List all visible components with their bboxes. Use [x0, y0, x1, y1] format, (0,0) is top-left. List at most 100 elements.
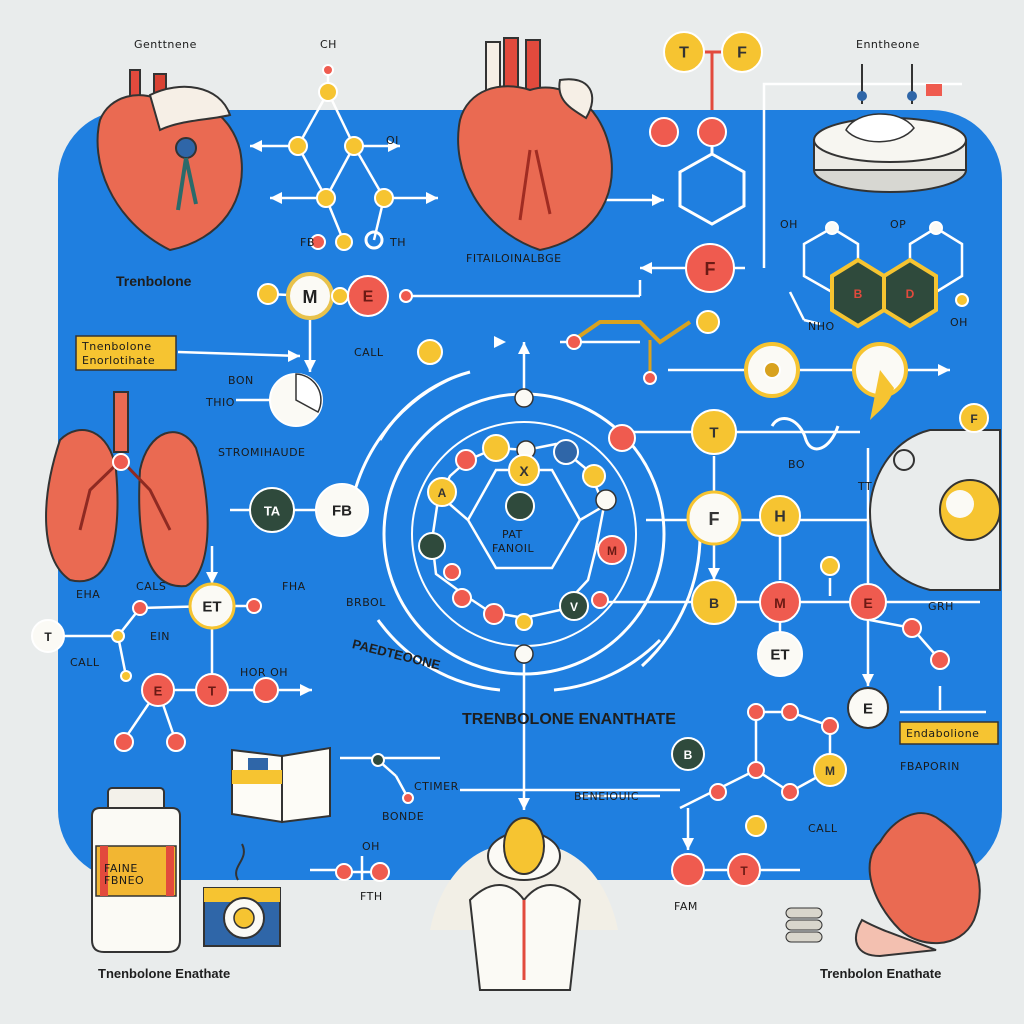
node-dot[interactable]	[370, 862, 390, 882]
node-v[interactable]	[559, 591, 589, 621]
node-t-top[interactable]	[663, 31, 705, 73]
node-dot[interactable]	[335, 233, 353, 251]
node-e-left[interactable]	[141, 673, 175, 707]
node-dot[interactable]	[288, 136, 308, 156]
node-a[interactable]	[427, 477, 457, 507]
node-f-far[interactable]	[959, 403, 989, 433]
node-b-right[interactable]	[691, 579, 737, 625]
node-fb[interactable]	[315, 483, 369, 537]
node-t-left[interactable]	[31, 619, 65, 653]
node-f[interactable]	[685, 243, 735, 293]
node-dot[interactable]	[322, 64, 334, 76]
node-dot[interactable]	[443, 563, 461, 581]
node-dot[interactable]	[595, 489, 617, 511]
node-dot[interactable]	[371, 753, 385, 767]
node-f-right[interactable]	[686, 490, 742, 546]
node-dot[interactable]	[399, 289, 413, 303]
node-dot[interactable]	[418, 532, 446, 560]
node-dot[interactable]	[114, 732, 134, 752]
node-dot[interactable]	[643, 371, 657, 385]
node-et-left[interactable]	[188, 582, 236, 630]
node-m-inner[interactable]	[597, 535, 627, 565]
node-dot[interactable]	[120, 670, 132, 682]
node-e-box[interactable]	[847, 687, 889, 729]
fused-d-label: D	[906, 287, 915, 301]
node-dot[interactable]	[316, 188, 336, 208]
node-dot[interactable]	[553, 439, 579, 465]
tablet-illustration	[813, 64, 967, 193]
node-f-top[interactable]	[721, 31, 763, 73]
node-e[interactable]	[347, 275, 389, 317]
node-dot[interactable]	[318, 82, 338, 102]
node-dot[interactable]	[709, 783, 727, 801]
node-dot[interactable]	[902, 618, 922, 638]
node-dot[interactable]	[455, 449, 477, 471]
label-bo: BO	[788, 458, 805, 471]
node-dot[interactable]	[745, 815, 767, 837]
node-dot[interactable]	[452, 588, 472, 608]
node-dot[interactable]	[246, 598, 262, 614]
node-dot[interactable]	[821, 717, 839, 735]
node-dot[interactable]	[930, 650, 950, 670]
node-dot[interactable]	[344, 136, 364, 156]
label-call-left: CALL	[70, 656, 100, 669]
node-dot[interactable]	[929, 221, 943, 235]
node-dot[interactable]	[781, 703, 799, 721]
node-dot[interactable]	[166, 732, 186, 752]
node-et-right[interactable]	[757, 631, 803, 677]
node-dot[interactable]	[582, 464, 606, 488]
node-t-left-label: T	[44, 630, 52, 644]
node-dot[interactable]	[417, 339, 443, 365]
node-dot[interactable]	[825, 221, 839, 235]
node-dot[interactable]	[781, 783, 799, 801]
node-dot[interactable]	[893, 449, 915, 471]
node-dot[interactable]	[820, 556, 840, 576]
node-dot[interactable]	[310, 234, 326, 250]
node-dot[interactable]	[697, 117, 727, 147]
label-center-inner-1: PAT	[502, 528, 523, 541]
node-t-right-label: T	[709, 425, 718, 442]
node-dot[interactable]	[402, 792, 414, 804]
node-dot[interactable]	[505, 491, 535, 521]
node-t-bottom[interactable]	[727, 853, 761, 887]
node-dot[interactable]	[649, 117, 679, 147]
label-cals: CALS	[136, 580, 166, 593]
node-t-top-label: T	[679, 45, 689, 62]
node-dot[interactable]	[747, 703, 765, 721]
label-fb: FB	[300, 236, 315, 249]
node-dot[interactable]	[955, 293, 969, 307]
node-ring[interactable]	[364, 230, 384, 250]
node-dot[interactable]	[566, 334, 582, 350]
node-dot[interactable]	[331, 287, 349, 305]
node-dot[interactable]	[747, 761, 765, 779]
node-dot[interactable]	[335, 863, 353, 881]
label-tt: TT	[857, 480, 872, 493]
node-t-right[interactable]	[691, 409, 737, 455]
node-ta[interactable]	[249, 487, 295, 533]
node-dot[interactable]	[111, 629, 125, 643]
node-m-lower[interactable]	[813, 753, 847, 787]
node-dot[interactable]	[132, 600, 148, 616]
node-dot[interactable]	[253, 677, 279, 703]
node-dot[interactable]	[591, 591, 609, 609]
node-dot[interactable]	[257, 283, 279, 305]
node-x[interactable]	[508, 454, 540, 486]
node-dot[interactable]	[374, 188, 394, 208]
node-p[interactable]	[671, 853, 705, 887]
label-benz: BENEIOUIC	[574, 790, 639, 803]
node-dot[interactable]	[608, 424, 636, 452]
node-t-lower[interactable]	[195, 673, 229, 707]
heart-illustration-center	[457, 37, 613, 252]
node-dot[interactable]	[482, 434, 510, 462]
node-dot[interactable]	[514, 644, 534, 664]
node-dot[interactable]	[514, 388, 534, 408]
node-dot[interactable]	[515, 613, 533, 631]
node-m-right[interactable]	[759, 581, 801, 623]
node-dot[interactable]	[696, 310, 720, 334]
node-dot[interactable]	[483, 603, 505, 625]
node-h[interactable]	[759, 495, 801, 537]
label-hor-oh: HOR OH	[240, 666, 288, 679]
label-bottom-left: Tnenbolone Enathate	[98, 966, 230, 981]
node-e-right[interactable]	[849, 583, 887, 621]
node-b-dark[interactable]	[671, 737, 705, 771]
